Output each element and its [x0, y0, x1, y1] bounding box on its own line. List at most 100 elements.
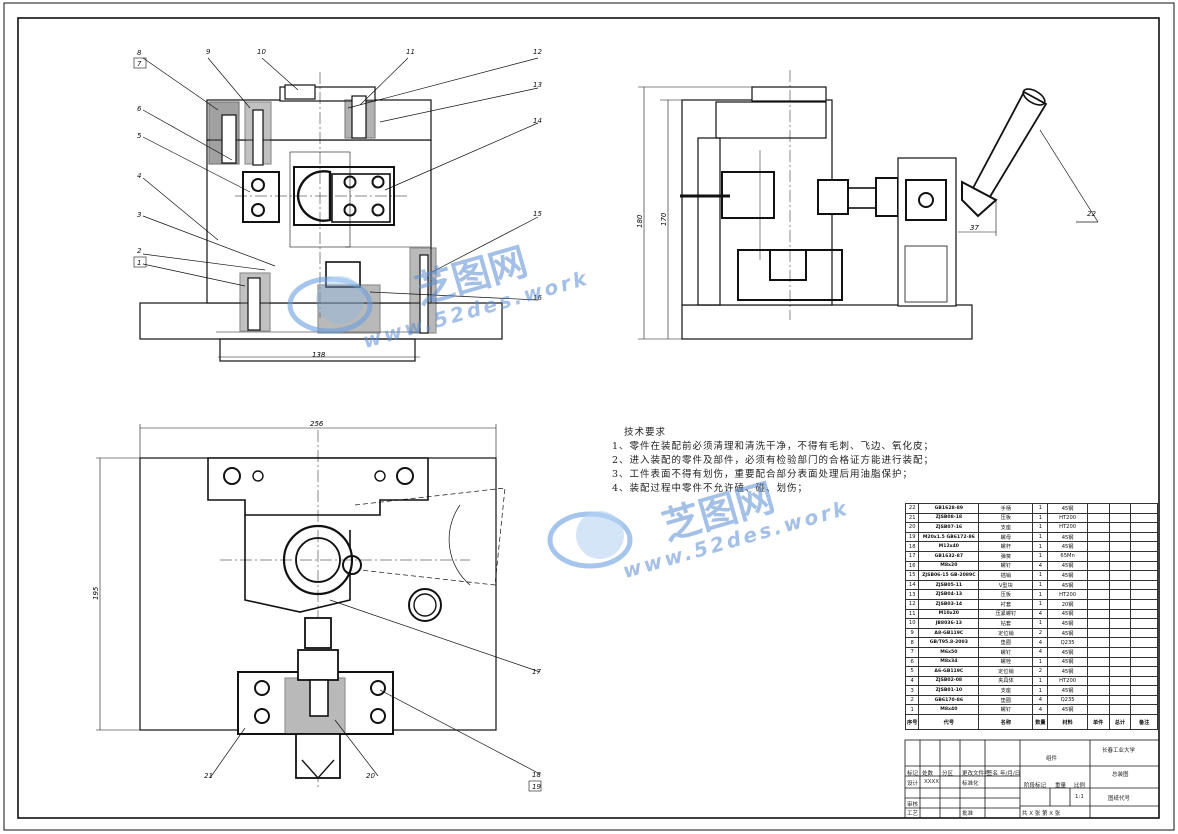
technical-requirements: 技术要求 1、零件在装配前必须清理和清洗干净，不得有毛刺、飞边、氧化皮； 2、进… — [612, 426, 934, 496]
bom-cell-empty — [1130, 531, 1158, 543]
bom-cell-empty — [1130, 646, 1158, 658]
bom-cell-empty — [1130, 637, 1158, 648]
dim-side-outer: 180 — [636, 214, 644, 228]
callout-22: 22 — [1087, 210, 1096, 218]
bom-cell-qty: 2 — [1032, 627, 1049, 639]
sign-label: 签名 — [987, 771, 999, 777]
bom-cell-name: 螺栓 — [978, 656, 1034, 668]
watermark-globe-2 — [547, 511, 633, 569]
bom-cell-code: M8x40 — [918, 704, 980, 716]
bom-cell-mat: 45钢 — [1047, 531, 1088, 543]
designer-name: XXXX — [924, 779, 940, 785]
bom-cell-qty: 1 — [1032, 675, 1049, 687]
bom-cell-code: JB8036-13 — [918, 618, 980, 629]
bom-cell-mat: 45钢 — [1047, 560, 1088, 572]
bom-cell-empty — [1108, 541, 1132, 552]
bom-cell-empty — [1130, 589, 1158, 600]
assembly-label: 组件 — [1046, 756, 1058, 762]
bom-cell-empty — [1086, 589, 1110, 600]
bom-cell-empty — [1130, 666, 1158, 677]
bom-cell-code: ZJSB02-08 — [918, 675, 980, 687]
bom-cell-qty: 1 — [1032, 550, 1049, 562]
callout-2: 2 — [137, 247, 142, 255]
bom-cell-no: 18 — [904, 541, 920, 552]
bom-cell-empty — [1108, 637, 1132, 648]
bom-cell-no: 1 — [904, 704, 920, 716]
bom-cell-name: 压板 — [978, 589, 1034, 600]
bom-cell-no: 7 — [904, 646, 920, 658]
scale-value: 1:1 — [1075, 794, 1084, 800]
bom-cell-empty — [1130, 598, 1158, 610]
bom-cell-code: M10x20 — [918, 608, 980, 620]
front-view — [139, 72, 503, 362]
bom-cell-mat: HT200 — [1047, 522, 1088, 533]
callout-10: 10 — [257, 48, 266, 56]
bom-cell-empty — [1130, 512, 1158, 524]
callout-20: 20 — [366, 772, 375, 780]
bom-cell-code: M8x34 — [918, 656, 980, 668]
bom-cell-qty: 1 — [1032, 589, 1049, 600]
bom-cell-empty — [1108, 618, 1132, 629]
bom-cell-empty — [1086, 560, 1110, 572]
callout-3: 3 — [137, 211, 141, 219]
bom-cell-empty — [1086, 522, 1110, 533]
bom-cell-empty — [1086, 685, 1110, 696]
weight-label: 重量 — [1055, 783, 1067, 789]
bom-cell-empty — [1086, 675, 1110, 687]
bom-cell-code: GB1632-87 — [918, 550, 980, 562]
callout-13: 13 — [533, 81, 542, 89]
tech-note-2: 2、进入装配的零件及部件，必须有检验部门的合格证方能进行装配； — [612, 455, 935, 466]
bom-cell-empty — [1086, 627, 1110, 639]
bom-cell-code: GB/T95.8-2003 — [918, 637, 980, 648]
date-label: 年/月/日 — [1000, 771, 1021, 777]
bom-cell-name: 螺母 — [978, 531, 1034, 543]
callout-15: 15 — [533, 210, 542, 218]
bom-cell-code: M8x20 — [918, 560, 980, 572]
dim-front-width: 138 — [312, 351, 326, 359]
bom-cell-mat: 45钢 — [1047, 627, 1088, 639]
bom-cell-code: ZJSB07-16 — [918, 522, 980, 533]
dim-top-height: 195 — [92, 586, 100, 600]
bom-header-total_weight: 总计 — [1108, 714, 1132, 731]
bom-cell-qty: 1 — [1032, 541, 1049, 552]
bom-cell-mat: HT200 — [1047, 512, 1088, 524]
bom-cell-no: 21 — [904, 512, 920, 524]
bom-header-unit_weight: 单件 — [1086, 714, 1110, 731]
mark-label: 标记 — [907, 771, 919, 777]
bom-cell-empty — [1108, 531, 1132, 543]
bom-cell-no: 14 — [904, 579, 920, 591]
bom-cell-empty — [1130, 541, 1158, 552]
bom-cell-qty: 1 — [1032, 522, 1049, 533]
bom-cell-code: ZJSB01-10 — [918, 685, 980, 696]
bom-cell-empty — [1108, 704, 1132, 716]
dim-side-inner: 170 — [660, 212, 668, 226]
bom-cell-empty — [1130, 704, 1158, 716]
callout-11: 11 — [406, 48, 415, 56]
bom-cell-code: ZJSB05-11 — [918, 579, 980, 591]
bom-cell-name: 定位销 — [978, 627, 1034, 639]
bom-cell-qty: 1 — [1032, 570, 1049, 581]
bom-cell-empty — [1108, 656, 1132, 668]
check-label: 审核 — [907, 802, 919, 808]
bom-cell-empty — [1130, 550, 1158, 562]
bom-cell-mat: 45钢 — [1047, 704, 1088, 716]
bom-cell-no: 6 — [904, 656, 920, 668]
bom-cell-empty — [1108, 675, 1132, 687]
bom-cell-empty — [1108, 589, 1132, 600]
bom-cell-name: 定位销 — [978, 666, 1034, 677]
dim-handle-offset: 37 — [970, 224, 979, 232]
